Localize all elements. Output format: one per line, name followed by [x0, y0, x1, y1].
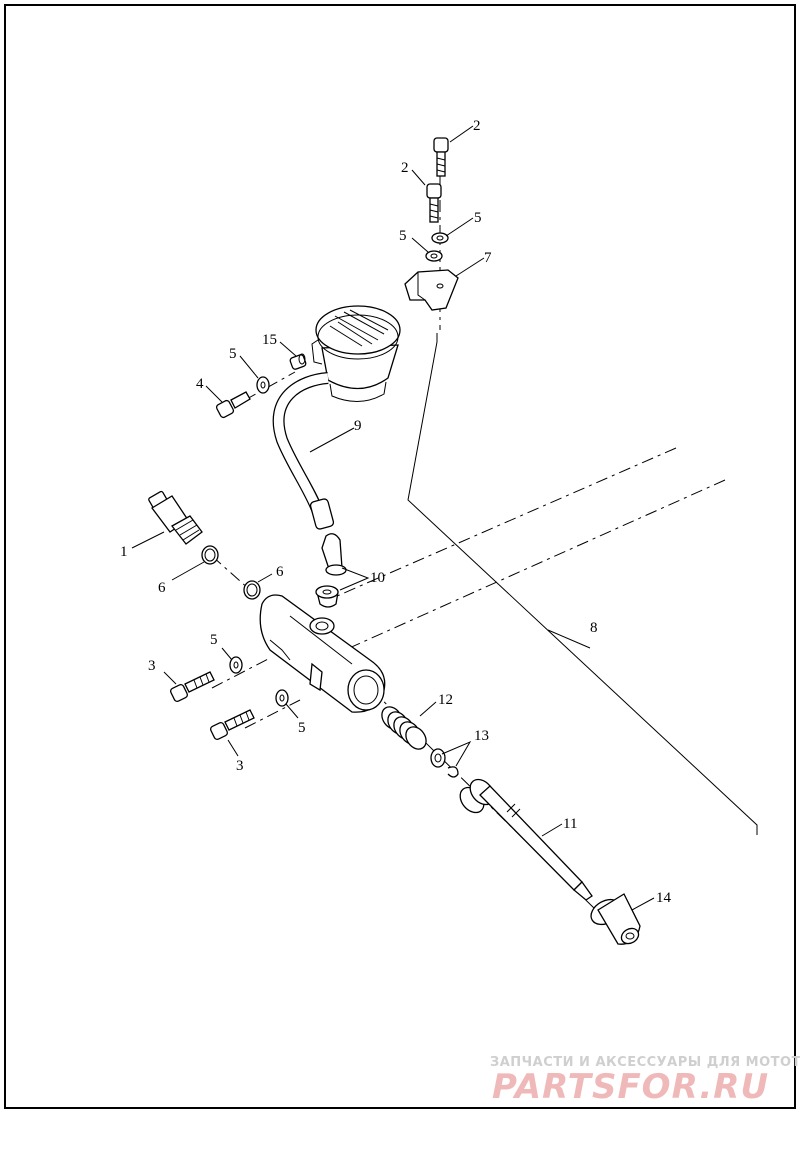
leader-3a	[163, 671, 177, 685]
washer-upper	[431, 232, 449, 244]
centerline-bolt-3a	[211, 657, 271, 689]
leader-3b	[227, 739, 239, 757]
leader-14	[631, 897, 655, 911]
watermark-logo: PARTSFOR.RU	[492, 1067, 769, 1107]
callout-6: 6	[276, 564, 284, 580]
leader-6a	[171, 561, 205, 581]
bolt-lower	[426, 183, 442, 223]
washer-reservoir	[256, 376, 270, 394]
callout-5: 5	[210, 632, 218, 648]
leader-6b	[257, 573, 273, 583]
callout-5: 5	[298, 720, 306, 736]
leader-4	[205, 385, 223, 403]
reservoir-bolt	[215, 391, 251, 419]
callout-11: 11	[563, 816, 577, 832]
leader-5a	[445, 217, 474, 237]
centerline-bolt-3b	[244, 699, 301, 729]
callout-2: 2	[473, 118, 481, 134]
leader-8	[547, 629, 591, 649]
callout-13: 13	[474, 728, 489, 744]
callout-3: 3	[148, 658, 156, 674]
callout-5: 5	[474, 210, 482, 226]
mounting-bolt-lower	[210, 709, 255, 740]
leader-12	[419, 701, 437, 717]
callout-1: 1	[120, 544, 128, 560]
leader-5c	[239, 355, 259, 379]
master-cylinder-body	[259, 594, 386, 713]
fluid-reservoir	[311, 305, 401, 402]
leader-5e	[285, 703, 299, 719]
callout-6: 6	[158, 580, 166, 596]
watermark-tagline: ЗАПЧАСТИ И АКСЕССУАРЫ ДЛЯ МОТОТЕХНИКИ	[490, 1055, 800, 1070]
callout-9: 9	[354, 418, 362, 434]
mounting-bolt-upper	[170, 671, 215, 702]
callout-5: 5	[229, 346, 237, 362]
centerline-switch	[211, 555, 251, 591]
leader-10	[339, 567, 370, 591]
leader-1	[131, 531, 165, 549]
washer-body-lower	[275, 689, 289, 707]
callout-5: 5	[399, 228, 407, 244]
retaining-clip	[447, 766, 459, 778]
page-border	[4, 4, 796, 1109]
o-ring-switch	[201, 545, 219, 565]
hose-end	[309, 498, 335, 530]
callout-8: 8	[590, 620, 598, 636]
o-ring-body	[243, 580, 261, 600]
callout-4: 4	[196, 376, 204, 392]
leader-11	[541, 823, 563, 837]
assembly-bracket-line	[407, 333, 758, 835]
callout-10: 10	[370, 570, 385, 586]
leader-7	[455, 257, 485, 277]
leader-5d	[221, 647, 233, 661]
piston-washer	[430, 748, 446, 768]
reservoir-bracket	[404, 269, 459, 311]
callout-3: 3	[236, 758, 244, 774]
callout-15: 15	[262, 332, 277, 348]
leader-9	[309, 427, 355, 453]
callout-14: 14	[656, 890, 672, 906]
piston-pushrod	[459, 778, 593, 901]
washer-body-upper	[229, 656, 243, 674]
leader-15	[279, 341, 297, 357]
callout-2: 2	[401, 160, 409, 176]
callout-12: 12	[438, 692, 453, 708]
leader-2a	[449, 125, 474, 143]
pressure-switch	[148, 490, 203, 545]
grommet	[289, 353, 307, 370]
centerline-reservoir-bolt	[244, 371, 296, 401]
bolt-upper	[433, 137, 449, 177]
leader-2b	[411, 169, 426, 186]
washer-lower	[425, 250, 443, 262]
callout-7: 7	[484, 250, 492, 266]
return-spring	[381, 706, 427, 750]
leader-13	[441, 740, 472, 767]
dust-boot	[590, 893, 641, 945]
hose-fitting	[315, 533, 347, 608]
leader-5b	[411, 237, 429, 253]
